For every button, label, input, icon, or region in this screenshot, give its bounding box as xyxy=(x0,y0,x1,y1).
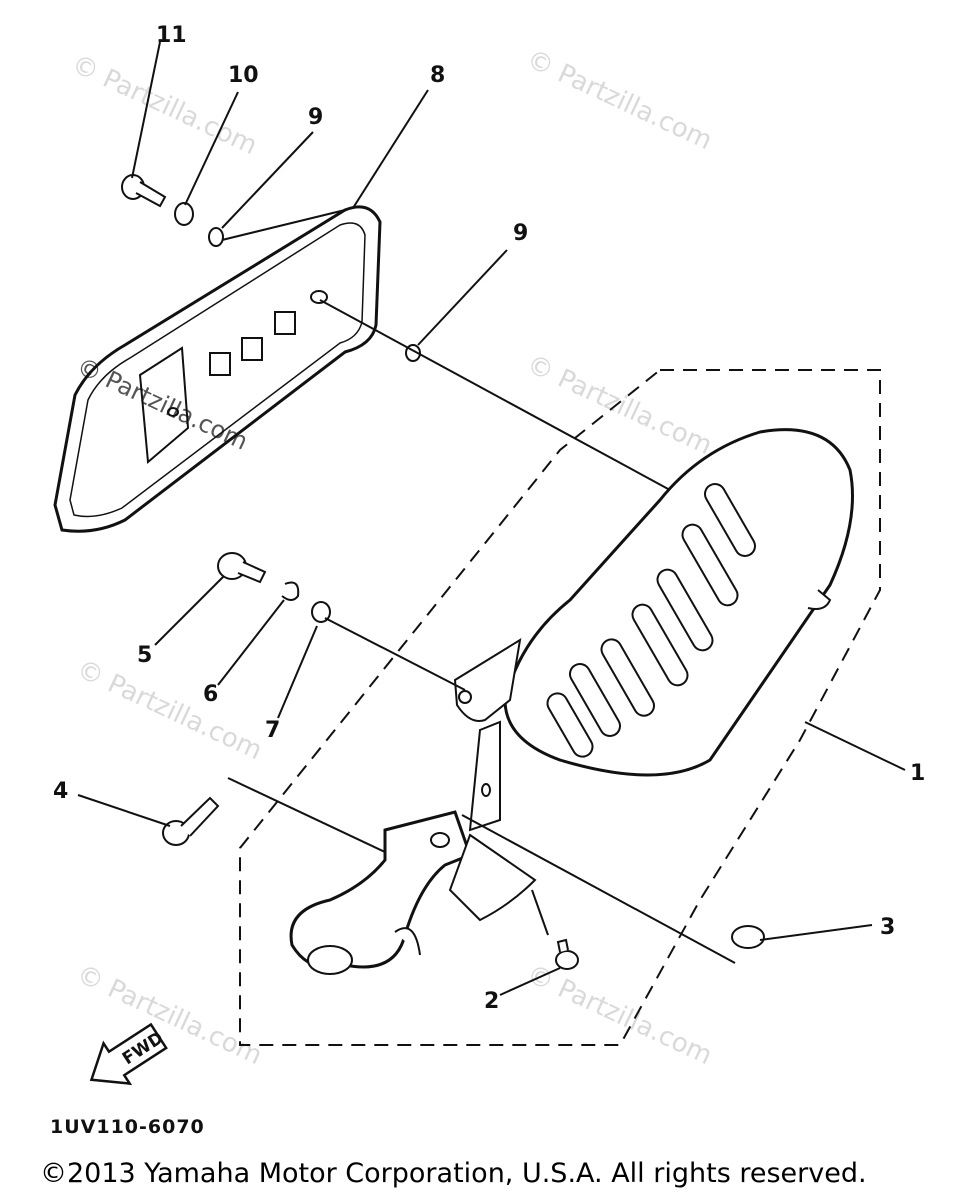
muffler xyxy=(453,428,854,832)
watermark: © Partzilla.com xyxy=(72,352,252,456)
callout-9-lower: 9 xyxy=(513,221,528,246)
washer-3 xyxy=(731,925,765,949)
callout-5: 5 xyxy=(137,643,152,668)
copyright-notice: ©2013 Yamaha Motor Corporation, U.S.A. A… xyxy=(40,1158,867,1189)
callout-2: 2 xyxy=(484,989,499,1014)
hardware xyxy=(121,174,765,970)
callout-4: 4 xyxy=(53,779,68,804)
callout-9-upper: 9 xyxy=(308,105,323,130)
callout-3: 3 xyxy=(880,915,895,940)
bolt-11 xyxy=(121,174,167,208)
fwd-arrow: FWD xyxy=(89,1022,168,1086)
side-cover xyxy=(53,205,382,533)
callouts: 11 10 8 9 9 5 6 7 4 1 3 2 xyxy=(53,23,925,1014)
watermark: © Partzilla.com xyxy=(522,44,717,156)
callout-7: 7 xyxy=(265,718,280,743)
assembly-boundary xyxy=(239,369,881,1046)
lock-washer-10 xyxy=(174,202,194,226)
callout-6: 6 xyxy=(203,682,218,707)
diagram-code: 1UV110-6070 xyxy=(50,1116,205,1138)
callout-11: 11 xyxy=(156,23,187,48)
exhaust-pipe xyxy=(289,810,537,975)
screw-2 xyxy=(555,938,579,970)
bolt-5 xyxy=(217,552,267,584)
washer-9-upper xyxy=(208,227,224,247)
watermark: © Partzilla.com xyxy=(522,959,717,1071)
lock-washer-6 xyxy=(281,581,300,601)
callout-8: 8 xyxy=(430,63,445,88)
callout-1: 1 xyxy=(910,761,925,786)
watermark: © Partzilla.com xyxy=(72,654,267,766)
callout-10: 10 xyxy=(228,63,259,88)
watermark: © Partzilla.com xyxy=(522,349,717,461)
bolt-4 xyxy=(162,796,220,846)
leader-lines xyxy=(77,41,906,996)
washer-7 xyxy=(311,601,331,623)
